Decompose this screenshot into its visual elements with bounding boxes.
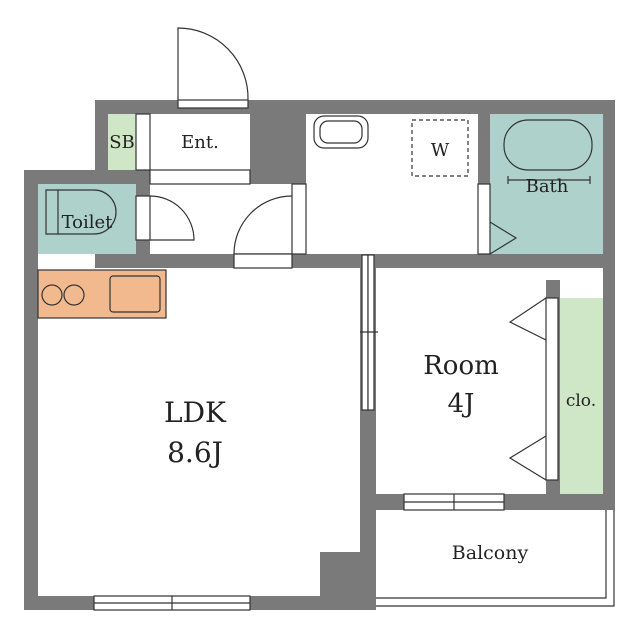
kitchen-counter (37, 269, 167, 319)
closet-label: clo. (566, 391, 596, 411)
entrance-door-swing (177, 27, 249, 101)
bathtub-icon (503, 119, 593, 171)
closet-door (508, 435, 547, 481)
hall-floor (150, 184, 306, 254)
balcony-label: Balcony (452, 542, 529, 564)
washroom-door-swing (233, 195, 293, 255)
washroom-floor (306, 114, 478, 254)
toilet-door-swing (149, 195, 195, 241)
stove-burner-icon (63, 284, 85, 306)
fixtures (37, 27, 615, 611)
ldk-floor (38, 268, 360, 596)
toilet-icon (45, 189, 117, 235)
entrance-door (177, 99, 249, 109)
sb-label: SB (109, 132, 135, 153)
entrance-floor (150, 114, 250, 170)
closet-floor (560, 298, 603, 494)
entrance-label: Ent. (181, 132, 219, 153)
stove-burner-icon (41, 284, 63, 306)
ldk-size-label: 8.6J (167, 436, 223, 469)
wash-basin-icon (313, 115, 369, 149)
ldk-notch-mask (320, 552, 360, 596)
toilet-floor (38, 184, 136, 254)
washroom-label: W (431, 140, 450, 161)
room-size-label: 4J (448, 389, 475, 419)
entrance-step (149, 169, 251, 185)
labels: SB Ent. W Bath Toilet Room 4J clo. LDK 8… (62, 132, 597, 564)
balcony-railing (376, 510, 615, 607)
bath-label: Bath (526, 176, 569, 197)
washer-space (411, 119, 469, 177)
room-name-label: Room (423, 351, 499, 381)
bath-floor (490, 114, 603, 254)
toilet-label: Toilet (62, 212, 114, 233)
bath-door (489, 221, 518, 255)
sb-floor (108, 114, 136, 170)
closet-door (508, 297, 547, 341)
room-floor (376, 268, 546, 494)
floors (38, 114, 614, 606)
ldk-name-label: LDK (164, 396, 227, 429)
balcony-floor (376, 510, 614, 606)
sink-icon (109, 275, 161, 313)
